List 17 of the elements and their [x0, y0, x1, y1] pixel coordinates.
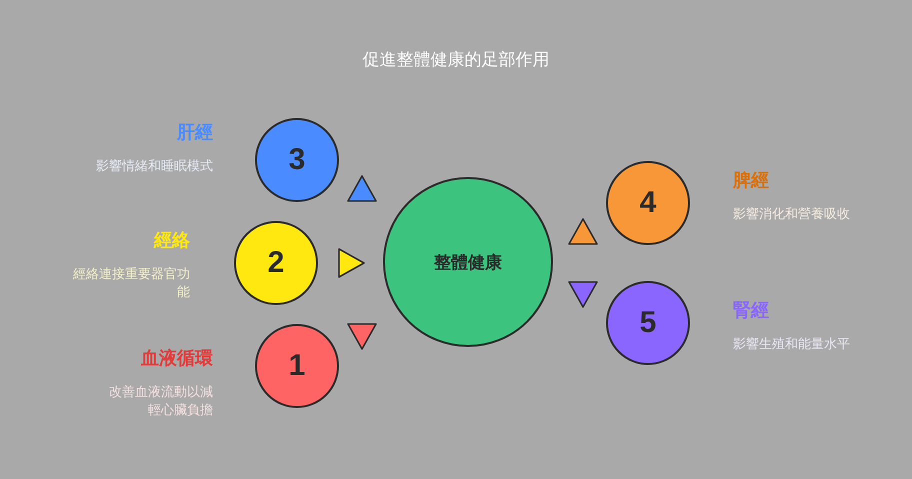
item-description: 影響生殖和能量水平 — [733, 336, 851, 354]
step-number: 5 — [640, 306, 656, 340]
item-heading: 肝經 — [176, 121, 213, 144]
item-heading: 經絡 — [152, 229, 190, 252]
diagram-title: 促進整體健康的足部作用 — [362, 49, 550, 71]
step-number: 3 — [288, 143, 306, 177]
center-label: 整體健康 — [434, 252, 502, 274]
item-heading: 脾經 — [733, 169, 770, 192]
step-number: 4 — [640, 186, 656, 220]
item-description: 影響情緒和睡眠模式 — [95, 158, 213, 176]
step-number: 2 — [268, 246, 284, 280]
step-number: 1 — [288, 349, 306, 383]
item-description: 影響消化和營養吸收 — [733, 206, 851, 224]
item-description: 經絡連接重要器官功能 — [72, 266, 190, 302]
item-heading: 血液循環 — [140, 347, 213, 370]
item-heading: 腎經 — [733, 299, 770, 322]
item-description: 改善血液流動以減輕心臟負擔 — [108, 384, 213, 420]
